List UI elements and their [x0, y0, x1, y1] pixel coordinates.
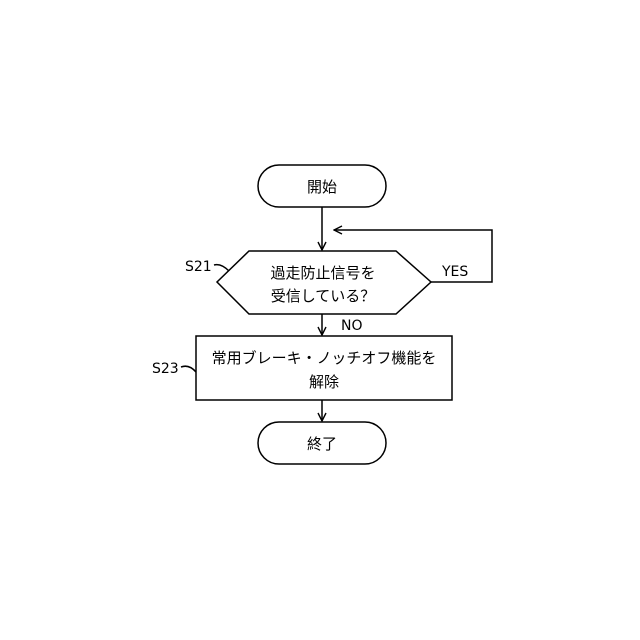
step-label-s21: S21: [185, 259, 212, 275]
decision-text-line1: 過走防止信号を: [270, 264, 375, 282]
decision-s21: 過走防止信号を 受信している？: [217, 251, 431, 314]
process-s23: 常用ブレーキ・ノッチオフ機能を 解除: [196, 336, 452, 400]
yes-branch-label: YES: [441, 264, 468, 280]
decision-text-line2: 受信している？: [271, 287, 376, 305]
start-terminal: 開始: [258, 165, 386, 207]
end-terminal-label: 終了: [307, 435, 337, 453]
no-branch-label: NO: [341, 318, 363, 334]
step-label-s23: S23: [152, 361, 179, 377]
process-text-line2: 解除: [309, 373, 339, 391]
leader-line-s21: [214, 265, 229, 271]
end-terminal: 終了: [258, 422, 386, 464]
leader-line-s23: [181, 366, 196, 372]
start-terminal-label: 開始: [307, 178, 337, 196]
process-text-line1: 常用ブレーキ・ノッチオフ機能を: [212, 349, 437, 367]
